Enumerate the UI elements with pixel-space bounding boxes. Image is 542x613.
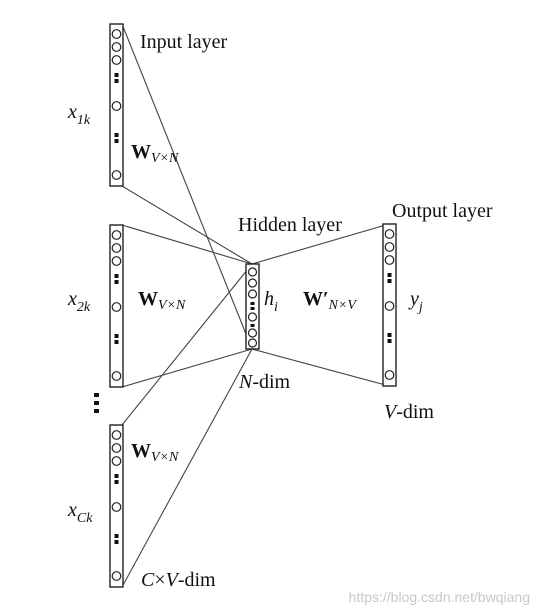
edge-input1-top-to-hidden-bottom [121,23,253,350]
n-dim-label: N-dim [238,371,291,393]
cv-dim-label: C×V-dim [141,569,216,591]
input-c-var-label: xCk [67,499,93,526]
output-var-label: yj [408,288,423,315]
edge-hidden-top-to-output-top [251,223,390,265]
output-layer-label: Output layer [392,200,493,222]
input-vector-c [109,424,124,588]
input-vector-2 [109,224,124,388]
input-vector-1 [109,23,124,187]
edge-input3-bottom-to-hidden-bottom [121,348,253,588]
edge-input1-bottom-to-hidden-top [121,185,253,265]
output-vector [382,223,397,387]
input-layer-label: Input layer [140,31,228,53]
edge-input2-top-to-hidden-top [121,224,253,265]
input-2-var-label: x2k [67,288,91,315]
hidden-var-label: hi [264,288,278,315]
input-ellipsis [94,393,99,413]
edge-hidden-bottom-to-output-bottom [251,348,390,387]
output-weight-label: W′N×V [303,288,357,313]
hidden-layer-label: Hidden layer [238,214,342,236]
input-1-var-label: x1k [67,101,91,128]
input-1-weight-label: WV×N [131,141,179,166]
edge-input3-top-to-hidden-top [121,263,253,426]
hidden-vector [245,263,260,350]
input-c-weight-label: WV×N [131,440,179,465]
v-dim-label: V-dim [384,401,434,423]
input-2-weight-label: WV×N [138,288,186,313]
watermark: https://blog.csdn.net/bwqiang [349,589,530,605]
edge-input2-bottom-to-hidden-bottom [121,348,253,388]
connection-edges [121,23,390,588]
